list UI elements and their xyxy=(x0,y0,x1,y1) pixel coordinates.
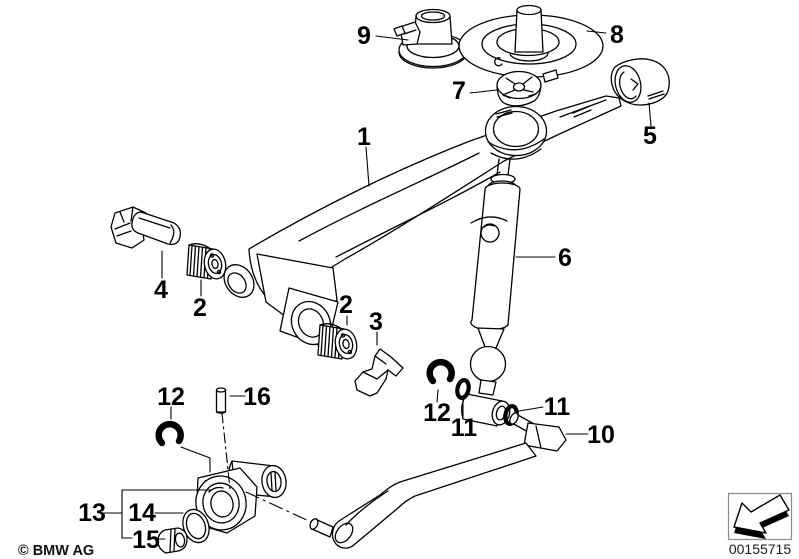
callout-13: 13 xyxy=(78,499,106,527)
callout-3: 3 xyxy=(369,308,383,336)
image-id: 00155715 xyxy=(729,541,792,557)
part-2-bushing-left xyxy=(186,243,227,280)
callout-15: 15 xyxy=(132,526,160,554)
callout-11-right: 11 xyxy=(544,393,571,421)
part-11-washer-left xyxy=(455,378,471,400)
part-10-selector-rod xyxy=(309,412,567,549)
callout-11-left: 11 xyxy=(451,414,478,442)
callout-16: 16 xyxy=(243,383,271,411)
part-16-pin xyxy=(215,387,227,414)
footer: © BMW AG 00155715 xyxy=(18,492,793,559)
part-9-clamp xyxy=(393,8,468,69)
callout-12-left: 12 xyxy=(157,383,185,411)
part-12-clip-right xyxy=(426,358,455,385)
direction-arrow-icon xyxy=(733,494,790,539)
callout-9: 9 xyxy=(357,22,371,50)
part-14-seal-ring xyxy=(182,508,210,544)
part-7-bushing xyxy=(496,70,542,107)
part-8-bearing-plate xyxy=(458,4,604,83)
copyright-text: © BMW AG xyxy=(18,543,94,559)
callout-14: 14 xyxy=(128,499,156,527)
callout-5: 5 xyxy=(643,122,657,150)
callout-lines xyxy=(103,30,652,540)
callout-4: 4 xyxy=(154,276,168,304)
part-2-bushing-right xyxy=(317,323,361,362)
callout-2-left: 2 xyxy=(193,294,207,322)
part-1-selector-arm xyxy=(223,95,622,349)
callout-7: 7 xyxy=(452,77,466,105)
callout-2-right: 2 xyxy=(339,291,353,319)
part-5-sleeve xyxy=(610,58,670,106)
callout-12-right: 12 xyxy=(423,399,451,427)
part-3-clip-bracket xyxy=(354,348,404,397)
callout-1: 1 xyxy=(357,123,371,151)
part-15-bushing-cap xyxy=(157,527,188,554)
callout-8: 8 xyxy=(610,21,624,49)
part-4-lever-pin xyxy=(110,206,182,249)
direction-arrow-frame xyxy=(727,492,793,541)
part-6-shift-rod xyxy=(461,158,521,427)
part-12-clip-left xyxy=(155,420,184,447)
callout-6: 6 xyxy=(558,244,572,272)
callout-10: 10 xyxy=(587,421,615,449)
